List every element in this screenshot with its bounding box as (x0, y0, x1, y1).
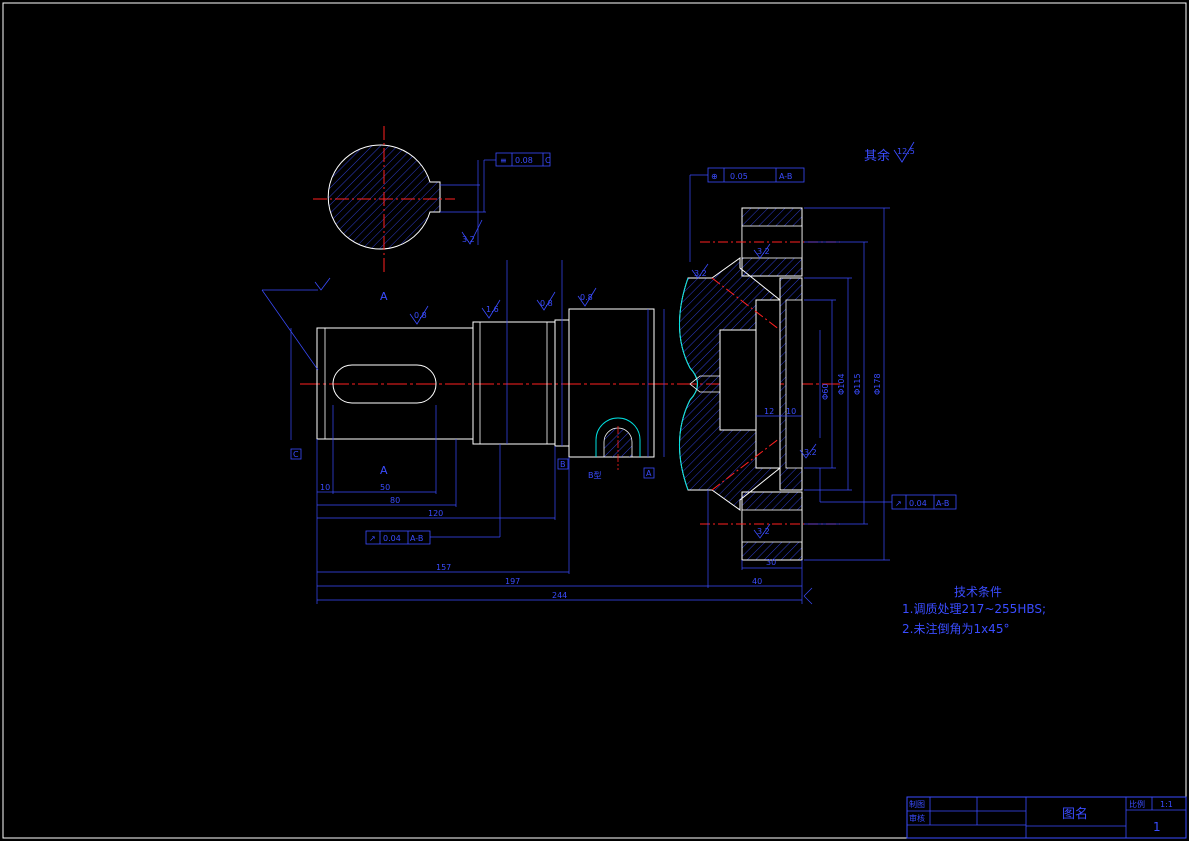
svg-text:3.2: 3.2 (757, 527, 770, 536)
center-hole-label: B型 (588, 471, 602, 480)
section-tolerance-value: 0.08 (515, 156, 533, 165)
gear-roughness-icon-2 (799, 443, 817, 459)
center-hole (595, 417, 641, 457)
gear-roughness-icon-4 (691, 263, 709, 279)
shaft-roughness-icon-3 (536, 291, 556, 311)
svg-text:0.04: 0.04 (383, 534, 401, 543)
svg-text:157: 157 (436, 563, 451, 572)
gear-roughness-icon-1 (753, 243, 771, 259)
runout-icon: ↗ (369, 534, 376, 543)
break-line (679, 277, 698, 491)
keyway-slot (332, 364, 437, 404)
svg-text:A-B: A-B (779, 172, 792, 181)
shaft-segment-2 (472, 321, 556, 445)
svg-text:10: 10 (320, 483, 330, 492)
gear-roughness-icon-3 (753, 523, 771, 539)
svg-text:A-B: A-B (936, 499, 949, 508)
tech-heading: 技术条件 (954, 585, 1002, 599)
svg-text:3.2: 3.2 (694, 269, 707, 278)
symmetry-symbol: ≡ (500, 156, 507, 165)
remaining-roughness-value: 12.5 (897, 147, 915, 156)
remaining-roughness-icon (893, 141, 915, 163)
svg-text:C: C (545, 156, 551, 165)
shaft-view: B型 0.8 1.6 0.8 0.8 C B A ↗ 0.04 A-B (261, 260, 840, 545)
scale-label: 比例 (1129, 799, 1145, 809)
sheet-number: 1 (1153, 820, 1161, 834)
shaft-roughness-icon-4 (577, 287, 597, 307)
datum-c-label: C (293, 450, 299, 459)
section-roughness-icon (461, 219, 483, 245)
svg-text:0.8: 0.8 (580, 293, 593, 302)
dia-115-label: Φ115 (853, 373, 862, 395)
svg-text:0.8: 0.8 (414, 311, 427, 320)
svg-text:A-B: A-B (410, 534, 423, 543)
svg-text:244: 244 (552, 591, 567, 600)
svg-text:80: 80 (390, 496, 400, 505)
dia-104-label: Φ104 (837, 373, 846, 395)
drawing-name: 图名 (1062, 806, 1088, 822)
gear-width-label: 30 (766, 558, 776, 567)
shaft-roughness-icon-1 (409, 305, 429, 325)
section-roughness-value: 3.2 (462, 235, 475, 244)
symmetry-tolerance-frame (495, 152, 551, 167)
tech-item-1: 1.调质处理217~255HBS; (902, 602, 1046, 616)
gear-view: Φ178 Φ115 Φ104 Φ60 12 10 3.2 3.2 3.2 3.2… (679, 167, 957, 570)
datum-b-marker (557, 458, 569, 470)
svg-text:0.8: 0.8 (540, 299, 553, 308)
section-view-a-a: ≡ 0.08 C 3.2 (313, 126, 551, 272)
svg-text:10: 10 (786, 407, 796, 416)
gear-runout-icon: ↗ (895, 499, 902, 508)
svg-text:3.2: 3.2 (804, 448, 817, 457)
shaft-roughness-icon-2 (481, 299, 501, 319)
svg-text:12: 12 (764, 407, 774, 416)
section-label-bottom: A (380, 464, 388, 477)
drawn-label: 制图 (909, 799, 925, 809)
datum-b-label: B (560, 460, 566, 469)
title-block: 制图 审核 图名 比例 1:1 1 (906, 796, 1187, 839)
datum-a-label: A (646, 469, 652, 478)
gear-runout-frame (891, 494, 957, 510)
svg-text:1.6: 1.6 (486, 305, 499, 314)
datum-c-marker (290, 448, 302, 460)
bottom-dimensions: 10 50 80 120 157 197 40 244 (316, 405, 813, 605)
svg-text:0.05: 0.05 (730, 172, 748, 181)
svg-text:3.2: 3.2 (757, 247, 770, 256)
remaining-roughness-label: 其余 (864, 148, 890, 164)
gear-position-frame (707, 167, 805, 183)
dia-178-label: Φ178 (873, 373, 882, 395)
dia-60-label: Φ60 (821, 384, 830, 400)
position-icon: ⊕ (711, 172, 718, 181)
svg-text:40: 40 (752, 577, 762, 586)
checked-label: 审核 (909, 813, 925, 823)
svg-text:120: 120 (428, 509, 443, 518)
shaft-runout-frame (365, 530, 431, 545)
svg-text:50: 50 (380, 483, 390, 492)
tech-item-2: 2.未注倒角为1x45° (902, 621, 1009, 636)
section-label-top: A (380, 290, 388, 303)
svg-text:0.04: 0.04 (909, 499, 927, 508)
datum-a-marker (643, 467, 655, 479)
scale-value: 1:1 (1160, 800, 1173, 809)
svg-text:197: 197 (505, 577, 520, 586)
